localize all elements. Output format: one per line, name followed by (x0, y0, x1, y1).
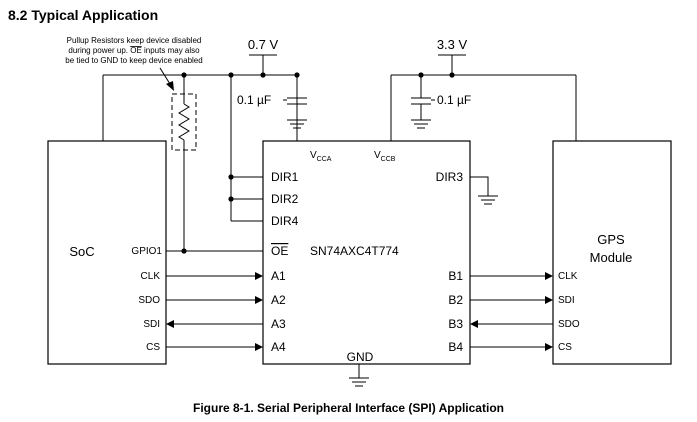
capacitor-value-left: 0.1 µF (237, 93, 271, 107)
ic-block (262, 140, 471, 365)
note-pointer-line (159, 67, 171, 85)
arrow-left-icon (470, 320, 478, 328)
gps-pin-clk: CLK (558, 271, 578, 282)
ic-vcca-label: VCCA (310, 150, 332, 163)
ground-icon (411, 119, 431, 129)
soc-block (47, 140, 167, 365)
ground-icon (349, 377, 369, 387)
vcca-supply-label: 0.7 V (248, 37, 279, 52)
junction-dot (260, 72, 266, 78)
ground-icon (287, 119, 307, 129)
capacitor-value-right: 0.1 µF (437, 93, 471, 107)
ic-pin-dir3: DIR3 (436, 170, 464, 184)
arrow-right-icon (255, 272, 263, 280)
arrow-right-icon (545, 296, 553, 304)
junction-dot (449, 72, 455, 78)
ic-pin-b2: B2 (448, 293, 463, 307)
junction-dot (294, 72, 300, 78)
ic-part-number: SN74AXC4T774 (310, 244, 399, 258)
ic-pin-a2: A2 (271, 293, 286, 307)
vccb-supply-label: 3.3 V (437, 37, 468, 52)
note-line-3: be tied to GND to keep device enabled (65, 56, 202, 65)
gps-name-line2: Module (590, 250, 633, 265)
soc-pin-cs: CS (146, 342, 160, 353)
section-title: 8.2 Typical Application (8, 7, 159, 23)
soc-pin-sdo: SDO (138, 295, 160, 306)
gps-pin-cs: CS (558, 342, 572, 353)
ic-vccb-label: VCCB (374, 150, 396, 163)
arrow-left-icon (166, 320, 174, 328)
arrow-right-icon (545, 272, 553, 280)
resistor-icon (178, 103, 190, 141)
ic-pin-b4: B4 (448, 340, 463, 354)
note-line-2: during power up. OE inputs may also (68, 46, 200, 55)
dir3-ground-wire (470, 176, 489, 196)
ic-pin-a3: A3 (271, 317, 286, 331)
ic-pin-a1: A1 (271, 269, 286, 283)
gps-block (552, 140, 672, 365)
arrow-right-icon (255, 296, 263, 304)
ground-icon (478, 195, 498, 205)
ic-pin-oe: OE (271, 244, 288, 258)
soc-pin-gpio1: GPIO1 (131, 246, 162, 257)
arrow-right-icon (545, 343, 553, 351)
soc-name: SoC (69, 244, 94, 259)
gps-name-line1: GPS (597, 232, 625, 247)
ic-pin-dir1: DIR1 (271, 170, 299, 184)
ic-pin-a4: A4 (271, 340, 286, 354)
ic-pin-dir4: DIR4 (271, 214, 299, 228)
note-line-1: Pullup Resistors keep device disabled (67, 36, 202, 45)
note-arrow-icon (166, 81, 174, 91)
ic-pin-b1: B1 (448, 269, 463, 283)
arrow-right-icon (255, 343, 263, 351)
ic-pin-b3: B3 (448, 317, 463, 331)
gps-pin-sdi: SDI (558, 295, 575, 306)
ic-gnd-label: GND (347, 350, 374, 364)
soc-pin-sdi: SDI (143, 319, 160, 330)
figure-caption: Figure 8-1. Serial Peripheral Interface … (193, 401, 504, 415)
ic-pin-dir2: DIR2 (271, 192, 299, 206)
gps-pin-sdo: SDO (558, 319, 580, 330)
soc-pin-clk: CLK (141, 271, 161, 282)
